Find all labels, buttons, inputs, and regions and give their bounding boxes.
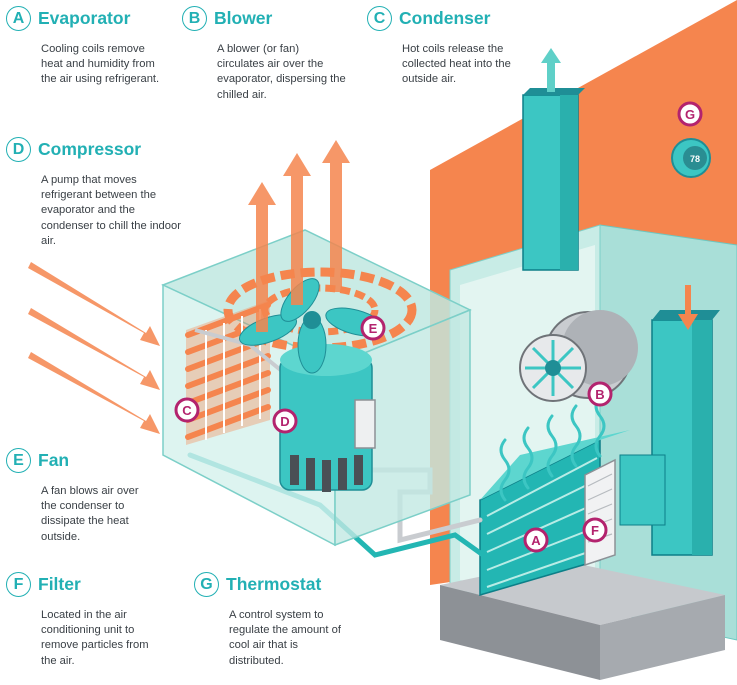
badge-c: C	[367, 6, 392, 31]
return-arrow	[678, 285, 698, 330]
marker-F: F	[582, 517, 608, 543]
thermostat-face	[683, 146, 707, 170]
legend-description: Hot coils release the collected heat int…	[402, 43, 511, 86]
marker-C: C	[174, 397, 200, 423]
base-platform-right	[600, 595, 725, 680]
marker-E: E	[360, 315, 386, 341]
intake-arrows	[28, 262, 160, 434]
return-duct-side	[692, 320, 712, 555]
badge-b: B	[182, 6, 207, 31]
legend-description: A control system to regulate the amount …	[229, 609, 341, 667]
legend-compressor: D Compressor A pump that moves refrigeran…	[6, 137, 196, 249]
marker-D-label: D	[280, 414, 289, 429]
marker-G: G	[677, 101, 703, 127]
legend-condenser: C Condenser Hot coils release the collect…	[367, 6, 547, 88]
legend-title: Compressor	[38, 139, 142, 159]
hot-air-arrows	[248, 140, 350, 332]
badge-a: A	[6, 6, 31, 31]
badge-f: F	[6, 572, 31, 597]
marker-B-label: B	[595, 387, 604, 402]
filter-panel	[584, 458, 616, 567]
marker-A-label: A	[531, 533, 541, 548]
badge-d: D	[6, 137, 31, 162]
marker-D: D	[272, 408, 298, 434]
marker-E-label: E	[369, 321, 378, 336]
cool-air-wisps	[499, 394, 606, 502]
marker-F-label: F	[591, 523, 599, 538]
legend-title: Condenser	[399, 8, 491, 28]
legend-filter: F Filter Located in the air conditioning …	[6, 572, 176, 669]
legend-title: Blower	[214, 8, 273, 28]
legend-description: Cooling coils remove heat and humidity f…	[41, 43, 160, 86]
marker-C-label: C	[182, 403, 192, 418]
legend-title: Thermostat	[226, 574, 322, 594]
supply-arrow	[541, 48, 561, 92]
fan-hub	[303, 311, 321, 329]
legend-thermostat: G Thermostat A control system to regulate…	[194, 572, 374, 669]
base-platform-left	[440, 585, 600, 680]
legend-fan: E Fan A fan blows air over the condenser …	[6, 448, 166, 545]
legend-title: Evaporator	[38, 8, 131, 28]
legend-title: Fan	[38, 450, 70, 470]
legend-description: A fan blows air over the condenser to di…	[41, 485, 139, 543]
badge-e: E	[6, 448, 31, 473]
badge-g: G	[194, 572, 219, 597]
marker-G-label: G	[685, 107, 695, 122]
legend-description: A pump that moves refrigerant between th…	[41, 174, 181, 247]
electrical-box	[354, 399, 376, 449]
legend-evaporator: A Evaporator Cooling coils remove heat an…	[6, 6, 176, 88]
thermostat-reading: 78	[690, 154, 700, 164]
legend-blower: B Blower A blower (or fan) circulates air…	[182, 6, 362, 103]
marker-B: B	[587, 381, 613, 407]
legend-description: Located in the air conditioning unit to …	[41, 609, 149, 667]
supply-duct-side	[560, 95, 578, 270]
connector-duct	[619, 454, 666, 526]
legend-description: A blower (or fan) circulates air over th…	[217, 43, 346, 101]
legend-title: Filter	[38, 574, 81, 594]
compressor-vents	[290, 455, 363, 492]
blower-hub	[545, 360, 561, 376]
marker-A: A	[523, 527, 549, 553]
